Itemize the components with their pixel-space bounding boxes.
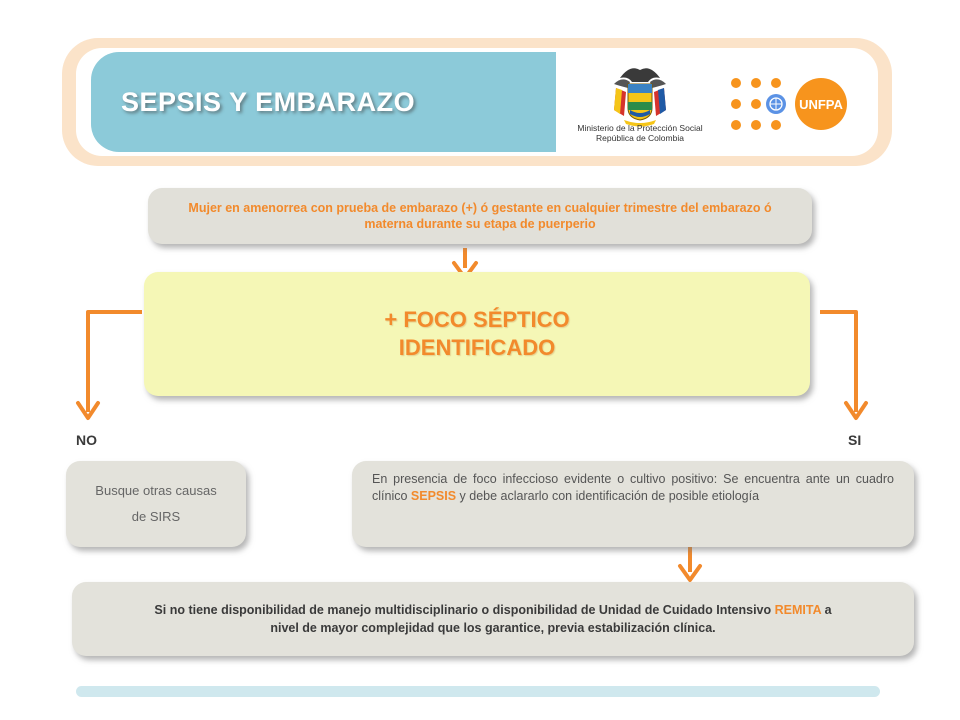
decision-line2: IDENTIFICADO bbox=[398, 335, 556, 360]
unfpa-label: UNFPA bbox=[799, 96, 843, 112]
no-branch-line2: de SIRS bbox=[131, 509, 181, 524]
ministry-caption: Ministerio de la Protección Social Repúb… bbox=[570, 123, 710, 143]
no-label: NO bbox=[76, 432, 97, 448]
remita-text-part2: a nivel de mayor complejidad que los gar… bbox=[270, 603, 832, 635]
arrow-decision-to-no bbox=[76, 310, 142, 420]
si-branch-box: En presencia de foco infeccioso evidente… bbox=[352, 461, 914, 547]
ministry-line1: Ministerio de la Protección Social bbox=[577, 123, 703, 133]
colombia-coat-of-arms-icon bbox=[614, 68, 666, 127]
si-branch-text-part2: y debe aclararlo con identificación de p… bbox=[456, 489, 760, 503]
unfpa-dots-logo-icon bbox=[731, 78, 847, 130]
arrow-si-to-remita bbox=[678, 546, 702, 582]
decision-box: + FOCO SÉPTICO IDENTIFICADO bbox=[144, 272, 810, 396]
no-branch-line1: Busque otras causas bbox=[95, 483, 217, 498]
si-branch-highlight: SEPSIS bbox=[410, 489, 457, 503]
si-label: SI bbox=[848, 432, 862, 448]
ministry-line2: República de Colombia bbox=[596, 133, 684, 143]
title-band: SEPSIS Y EMBARAZO bbox=[91, 52, 556, 152]
page-title: SEPSIS Y EMBARAZO bbox=[121, 86, 416, 117]
un-emblem-icon bbox=[766, 94, 786, 114]
arrow-decision-to-si bbox=[820, 310, 868, 420]
si-branch-text-part1: En presencia de foco infeccioso evidente… bbox=[372, 472, 894, 503]
start-condition-box: Mujer en amenorrea con prueba de embaraz… bbox=[148, 188, 812, 244]
remita-box: Si no tiene disponibilidad de manejo mul… bbox=[72, 582, 914, 656]
no-branch-box: Busque otras causas de SIRS bbox=[66, 461, 246, 547]
start-condition-text: Mujer en amenorrea con prueba de embaraz… bbox=[188, 201, 772, 231]
remita-highlight: REMITA bbox=[774, 603, 822, 617]
footer-divider bbox=[76, 686, 880, 697]
remita-text-part1: Si no tiene disponibilidad de manejo mul… bbox=[154, 603, 775, 617]
decision-line1: + FOCO SÉPTICO bbox=[384, 307, 570, 332]
